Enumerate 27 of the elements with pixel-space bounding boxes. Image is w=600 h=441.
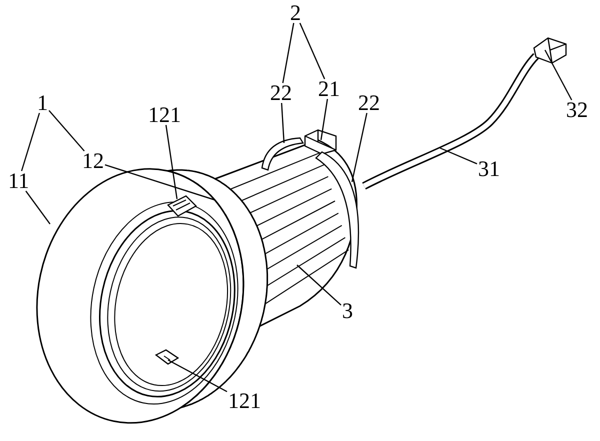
leader-line (168, 359, 228, 392)
mounting-collar (167, 169, 268, 408)
leader-line (282, 22, 294, 84)
callout-number: 121 (228, 390, 261, 412)
clip-tab (304, 129, 337, 155)
leader-line (165, 124, 178, 200)
leader-line (296, 264, 342, 306)
leader-line (48, 110, 85, 152)
callout-number: 2 (290, 2, 301, 24)
callout-number: 22 (358, 92, 380, 114)
leader-line (299, 22, 326, 80)
leader-line (320, 98, 328, 140)
callout-number: 3 (342, 300, 353, 322)
callout-number: 12 (82, 150, 104, 172)
clip-slot (154, 349, 180, 365)
callout-number: 1 (37, 92, 48, 114)
leader-line (25, 190, 50, 224)
leader-line (21, 112, 40, 172)
callout-number: 11 (8, 170, 30, 192)
callout-number: 22 (270, 82, 292, 104)
connector-plug (533, 37, 567, 64)
callout-number: 31 (478, 158, 500, 180)
callout-number: 21 (318, 78, 340, 100)
leader-line (440, 147, 478, 164)
callout-number: 121 (148, 104, 181, 126)
leader-line (544, 50, 572, 100)
callout-number: 32 (566, 99, 588, 121)
